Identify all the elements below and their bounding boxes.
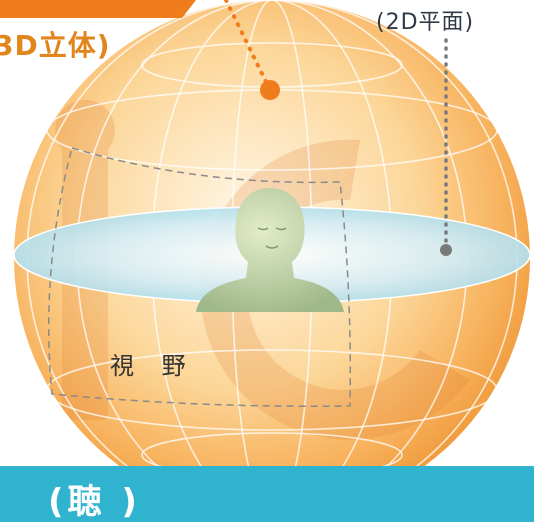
bottom-banner-label: (聴 ) xyxy=(48,482,141,522)
field-of-view-frame xyxy=(48,147,352,407)
label-3d-space: 3D立体) xyxy=(0,29,111,62)
top-left-tag xyxy=(0,0,196,18)
head-bust-icon xyxy=(196,188,344,312)
bottom-banner xyxy=(0,466,534,522)
label-field-of-view: 視 野 xyxy=(110,352,196,380)
gray-point-icon xyxy=(440,244,452,256)
orange-pointer-line xyxy=(224,0,270,88)
label-2d-plane: (2D平面) xyxy=(376,10,475,35)
orange-point-icon xyxy=(260,80,280,100)
